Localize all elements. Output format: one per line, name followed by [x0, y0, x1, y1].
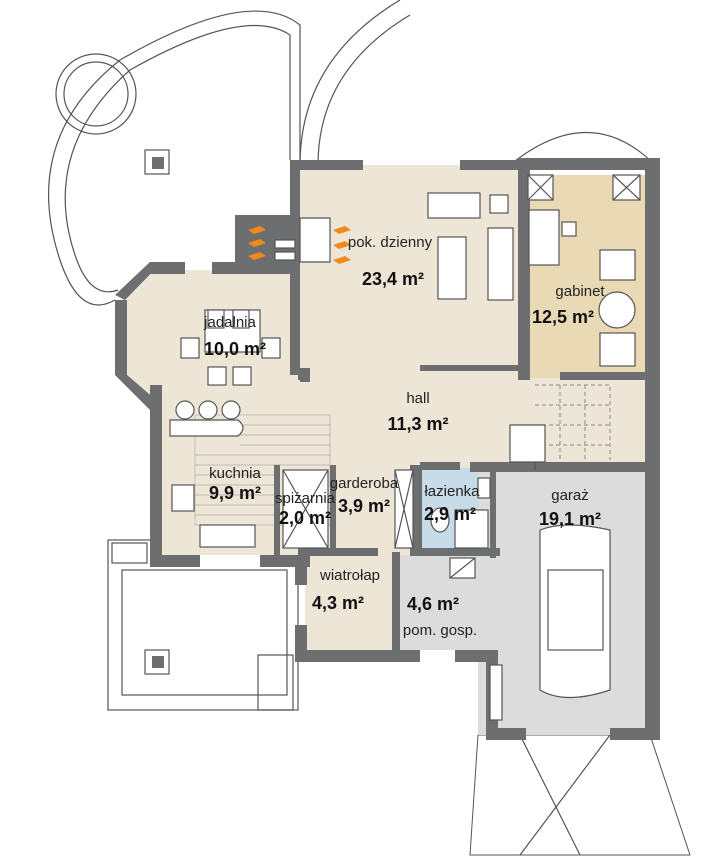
room-area-kitchen: 9,9 m²	[209, 483, 261, 503]
driveway	[469, 734, 691, 856]
room-area-dining: 10,0 m²	[204, 339, 266, 359]
room-name-pantry: spiżarnia	[275, 490, 336, 507]
stairs	[535, 384, 611, 460]
room-area-living: 23,4 m²	[362, 269, 424, 289]
walls	[115, 158, 660, 740]
room-name-utility: pom. gosp.	[403, 622, 477, 639]
curved-terrace	[48, 0, 411, 306]
room-area-hall: 11,3 m²	[387, 414, 448, 434]
rear-bay-terrace	[509, 131, 656, 300]
room-name-kitchen: kuchnia	[209, 465, 261, 482]
fireplace	[248, 217, 351, 264]
room-name-living: pok. dzienny	[348, 234, 433, 251]
room-area-pantry: 2,0 m²	[279, 508, 331, 528]
room-name-hall: hall	[406, 390, 429, 407]
room-area-bathroom: 2,9 m²	[424, 504, 476, 524]
room-area-office: 12,5 m²	[532, 307, 594, 327]
room-name-vestibule: wiatrołap	[319, 567, 380, 584]
room-name-office: gabinet	[555, 283, 605, 300]
room-area-utility: 4,6 m²	[407, 594, 459, 614]
room-name-dining: jadalnia	[203, 314, 256, 331]
room-area-vestibule: 4,3 m²	[312, 593, 364, 613]
room-area-garage: 19,1 m²	[539, 509, 601, 529]
room-area-wardrobe: 3,9 m²	[338, 496, 390, 516]
car	[539, 524, 611, 699]
furniture	[169, 174, 641, 721]
room-name-bathroom: łazienka	[424, 483, 480, 500]
room-name-garage: garaż	[551, 487, 589, 504]
floor-vestibule	[305, 555, 395, 650]
room-name-wardrobe: garderoba	[330, 475, 399, 492]
